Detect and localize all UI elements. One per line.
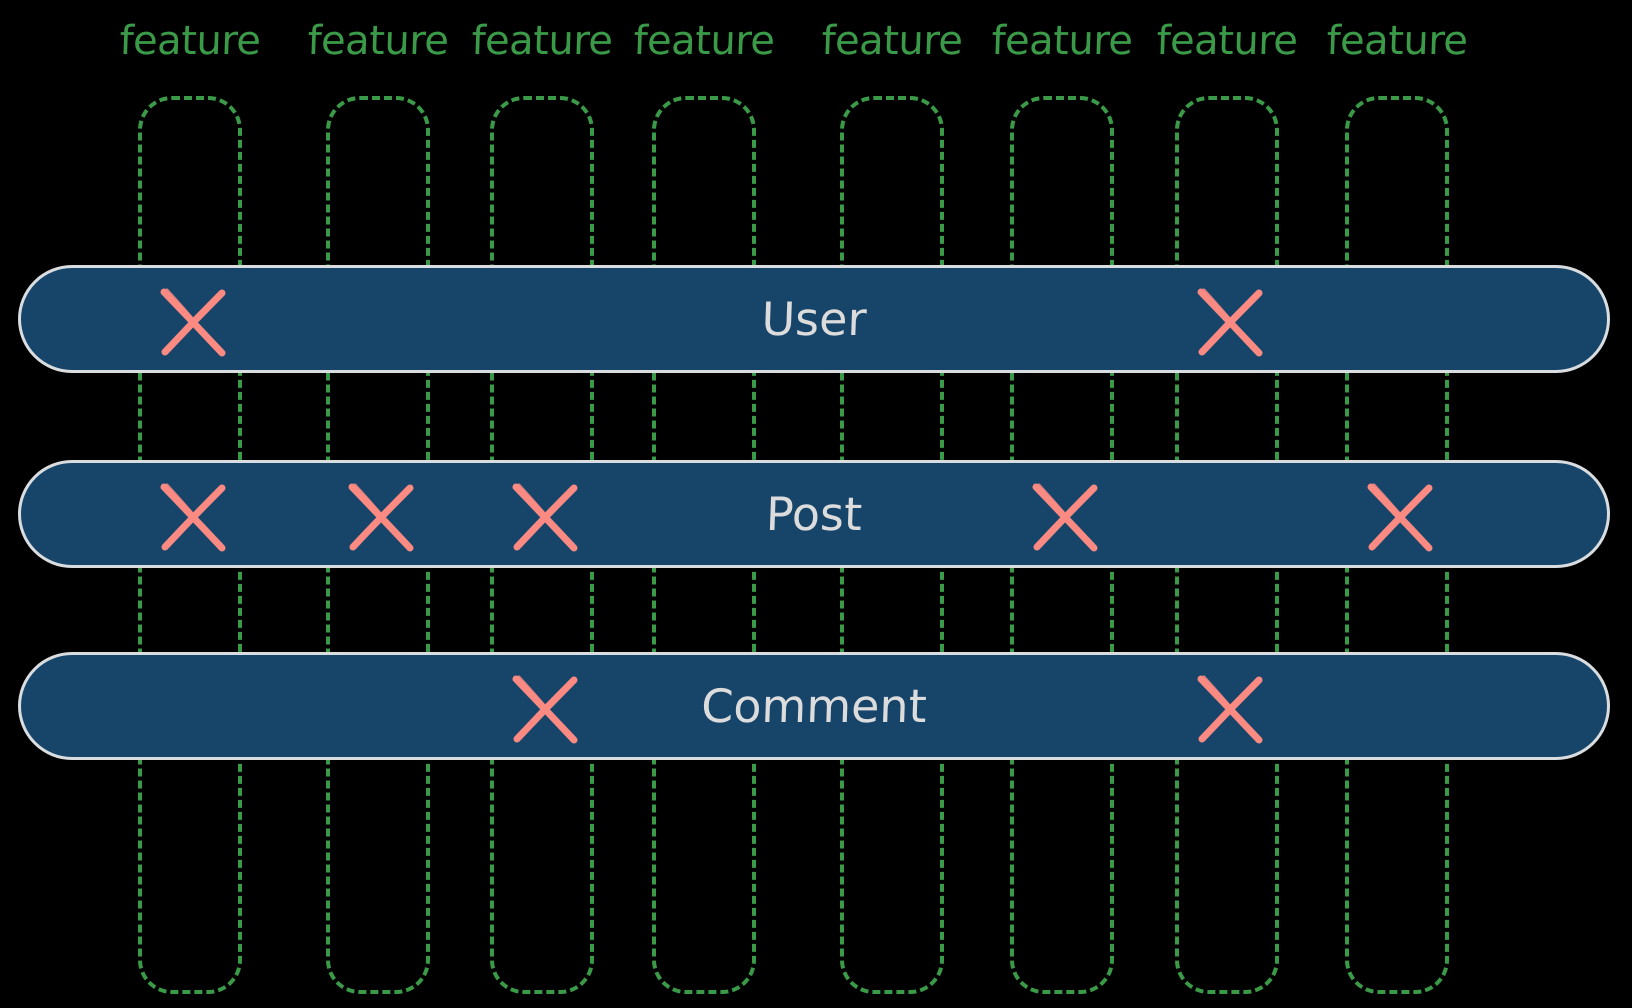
x-mark-icon [1027,479,1103,555]
x-mark-icon [1192,671,1268,747]
x-mark-icon [1192,284,1268,360]
x-mark-icon [155,284,231,360]
feature-label-5: feature [820,18,964,64]
entity-label: Post [764,487,864,541]
x-mark-icon [1362,479,1438,555]
entity-label: Comment [700,679,928,733]
feature-label-7: feature [1155,18,1299,64]
feature-label-2: feature [306,18,450,64]
entity-row[interactable]: Comment [18,652,1610,760]
feature-label-3: feature [470,18,614,64]
x-mark-icon [507,479,583,555]
x-mark-icon [343,479,419,555]
feature-label-6: feature [990,18,1134,64]
entity-row[interactable]: Post [18,460,1610,568]
entity-row[interactable]: User [18,265,1610,373]
entity-label: User [760,292,868,346]
x-mark-icon [507,671,583,747]
feature-label-1: feature [118,18,262,64]
feature-label-4: feature [632,18,776,64]
x-mark-icon [155,479,231,555]
feature-label-8: feature [1325,18,1469,64]
